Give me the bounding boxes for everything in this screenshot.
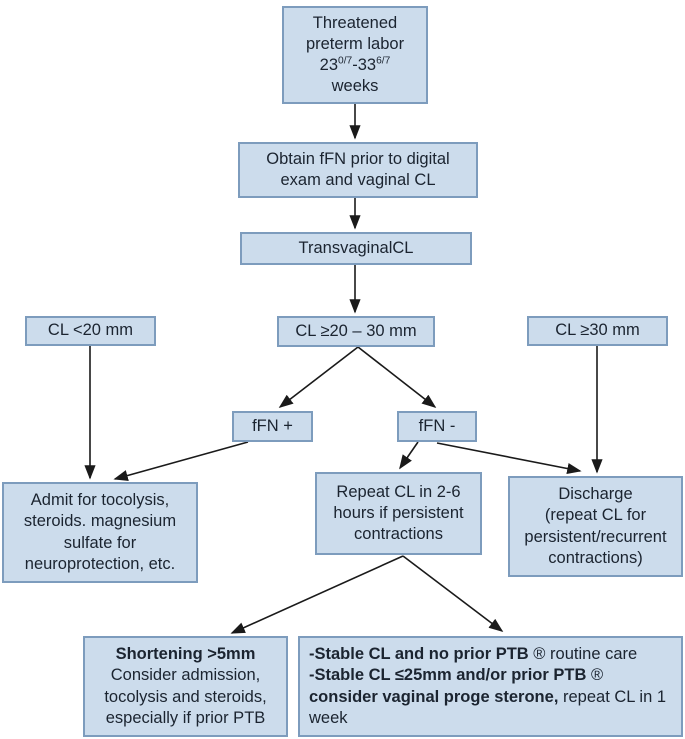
node-shortening-5mm: Shortening >5mm Consider admission, toco… xyxy=(83,636,288,737)
node-threatened-preterm-labor: Threatened preterm labor 230/7-336/7 wee… xyxy=(282,6,428,104)
node-text: fFN - xyxy=(418,416,456,435)
node-discharge: Discharge (repeat CL for persistent/recu… xyxy=(508,476,683,577)
node-text-line: Discharge xyxy=(558,485,633,504)
arrow-ffnneg-to-discharge xyxy=(436,442,582,475)
node-repeat-cl: Repeat CL in 2-6 hours if persistent con… xyxy=(315,472,482,555)
arrow-ffnneg-to-repeat xyxy=(399,441,419,470)
node-text: Admit for tocolysis, steroids. magnesium… xyxy=(23,491,177,573)
node-text-line: (repeat CL for persistent/recurrent cont… xyxy=(524,506,667,567)
node-text-line: Threatened xyxy=(312,13,398,32)
arrow-repeat-to-shortening xyxy=(230,555,404,634)
node-admit-tocolysis: Admit for tocolysis, steroids. magnesium… xyxy=(2,482,198,583)
node-cl-20-30mm: CL ≥20 – 30 mm xyxy=(277,316,435,347)
node-text-line: -Stable CL and no prior PTB ® routine ca… xyxy=(309,645,638,664)
arrow-cl2030-to-ffnpos xyxy=(278,346,359,408)
node-text-line: 230/7-336/7 xyxy=(319,55,391,74)
node-text: CL <20 mm xyxy=(47,321,134,340)
node-text: fFN + xyxy=(252,416,293,435)
node-text: Repeat CL in 2-6 hours if persistent con… xyxy=(333,482,464,544)
node-cl-less-20mm: CL <20 mm xyxy=(25,316,156,346)
node-obtain-ffn: Obtain fFN prior to digital exam and vag… xyxy=(238,142,478,198)
node-text-line: Shortening >5mm xyxy=(115,645,256,664)
arrow-cl2030-to-ffnneg xyxy=(357,346,437,408)
node-ffn-positive: fFN + xyxy=(232,411,313,442)
node-ffn-negative: fFN - xyxy=(397,411,477,442)
arrow-repeat-to-stable xyxy=(402,555,504,632)
node-transvaginal-cl: TransvaginalCL xyxy=(240,232,472,265)
node-text: TransvaginalCL xyxy=(298,238,414,257)
node-text-line: preterm labor xyxy=(305,34,405,53)
node-text-line: -Stable CL ≤25mm and/or prior PTB ® xyxy=(309,666,604,685)
node-text: CL ≥30 mm xyxy=(555,321,640,340)
node-text-line: consider vaginal proge sterone, repeat C… xyxy=(309,687,667,727)
node-stable-cl-options: -Stable CL and no prior PTB ® routine ca… xyxy=(298,636,683,737)
arrow-ffnpos-to-admit xyxy=(113,441,249,481)
node-text-line: weeks xyxy=(331,77,379,96)
node-text: CL ≥20 – 30 mm xyxy=(295,321,417,340)
node-text: Obtain fFN prior to digital exam and vag… xyxy=(266,149,450,189)
node-text-line: Consider admission, tocolysis and steroi… xyxy=(104,666,267,727)
node-cl-ge-30mm: CL ≥30 mm xyxy=(527,316,668,346)
